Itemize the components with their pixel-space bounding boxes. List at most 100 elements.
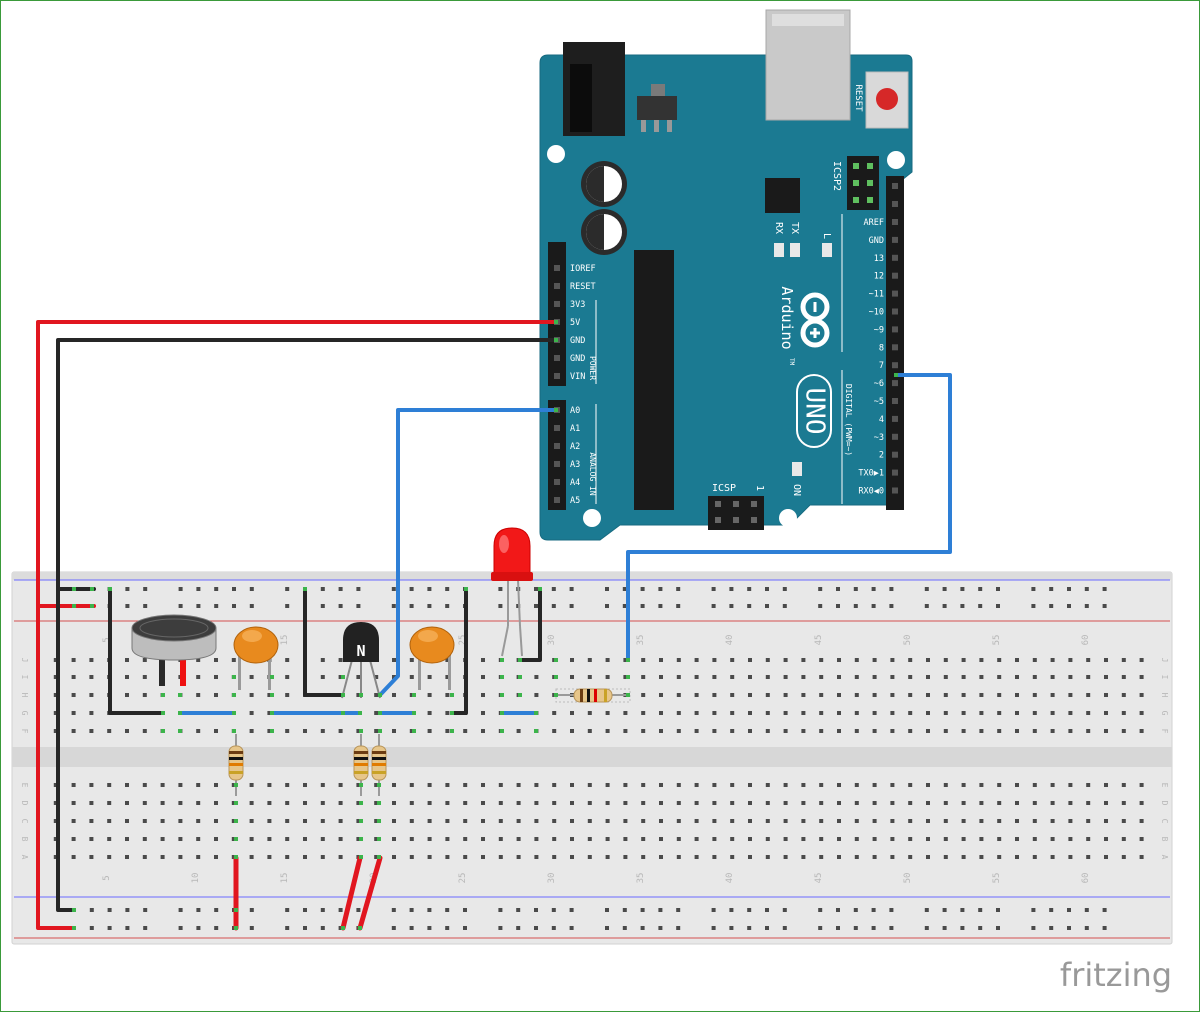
breadboard-hole	[267, 801, 272, 805]
rail-hole	[1049, 926, 1054, 930]
connection-point	[554, 408, 558, 412]
breadboard-hole	[748, 729, 752, 733]
rail-hole	[729, 604, 734, 608]
breadboard-hole	[694, 729, 699, 733]
wire-cap2-ground[interactable]	[450, 587, 468, 715]
wire-mic-ground[interactable]	[108, 587, 165, 715]
connection-point	[161, 711, 165, 715]
rail-hole	[658, 604, 663, 608]
rail-hole	[960, 908, 965, 912]
rail-hole	[1102, 587, 1107, 591]
rail-hole	[320, 926, 325, 930]
breadboard-hole	[89, 783, 94, 787]
breadboard-hole	[71, 855, 76, 859]
rail-hole	[303, 926, 307, 930]
breadboard-hole	[552, 729, 557, 733]
breadboard-hole	[854, 675, 859, 679]
resistor-band	[229, 763, 243, 766]
wire-collector-resistor-to-vcc[interactable]	[357, 855, 383, 931]
breadboard-hole	[1050, 729, 1055, 733]
resistor-band	[372, 757, 386, 760]
rail-hole	[622, 908, 627, 912]
wire-base-resistor-to-vcc[interactable]	[340, 855, 363, 931]
breadboard-hole	[285, 855, 290, 859]
breadboard-hole	[267, 729, 272, 733]
breadboard-hole	[285, 729, 290, 733]
rail-hole	[551, 908, 556, 912]
wire-emitter-ground[interactable]	[303, 587, 345, 697]
breadboard-hole	[748, 855, 752, 859]
rail-hole	[765, 908, 769, 912]
analog-pin-label: A3	[570, 460, 580, 470]
breadboard-hole	[1086, 819, 1091, 823]
breadboard-hole	[142, 658, 147, 662]
breadboard-hole	[463, 783, 468, 787]
rail-hole	[107, 926, 112, 930]
breadboard-hole	[605, 801, 610, 805]
connection-point	[359, 783, 363, 787]
row-letter: C	[20, 819, 29, 824]
breadboard-hole	[979, 675, 984, 679]
rail-hole	[445, 926, 450, 930]
header-pin	[892, 290, 898, 297]
breadboard-hole	[1139, 837, 1144, 841]
breadboard-hole	[1032, 729, 1037, 733]
wire-a0-to-collector[interactable]	[378, 408, 558, 697]
breadboard-hole	[374, 819, 379, 823]
breadboard-hole	[1086, 855, 1091, 859]
header-pin	[892, 415, 898, 422]
rail-hole	[1084, 604, 1089, 608]
breadboard-hole	[997, 729, 1002, 733]
breadboard-hole	[160, 837, 165, 841]
breadboard-hole	[712, 729, 717, 733]
transistor-label: N	[356, 642, 365, 660]
breadboard-hole	[659, 819, 663, 823]
tx-led	[790, 243, 800, 257]
breadboard-hole	[1032, 783, 1037, 787]
breadboard-hole	[979, 783, 984, 787]
column-number: 55	[992, 873, 1002, 884]
wire-d7-to-led-resistor[interactable]	[626, 373, 952, 662]
breadboard-hole	[427, 693, 432, 697]
digital-header	[886, 176, 904, 510]
breadboard-hole	[676, 837, 681, 841]
breadboard-hole	[1121, 855, 1126, 859]
header-pin	[554, 373, 560, 379]
reset-button-cap[interactable]	[876, 88, 898, 110]
breadboard-hole	[1121, 783, 1126, 787]
breadboard-hole	[623, 658, 628, 662]
rail-hole	[889, 587, 894, 591]
breadboard-hole	[303, 729, 307, 733]
breadboard-hole	[409, 801, 414, 805]
breadboard-hole	[89, 675, 94, 679]
connection-point	[178, 729, 182, 733]
breadboard-hole	[872, 819, 877, 823]
mounting-hole	[547, 145, 565, 163]
rail-hole	[1084, 908, 1089, 912]
breadboard-hole	[819, 837, 824, 841]
wire-led-cathode-ground[interactable]	[518, 587, 542, 662]
breadboard-hole	[1050, 855, 1055, 859]
breadboard-hole	[676, 729, 681, 733]
breadboard-hole	[320, 729, 325, 733]
connection-point	[359, 693, 363, 697]
connection-point	[234, 819, 238, 823]
resistor-band	[372, 763, 386, 766]
breadboard-hole	[748, 819, 752, 823]
connection-point	[270, 729, 274, 733]
rail-hole	[89, 926, 94, 930]
breadboard-hole	[570, 658, 574, 662]
rail-hole	[676, 926, 681, 930]
breadboard-hole	[196, 658, 201, 662]
rail-hole	[942, 604, 947, 608]
resistor-band	[580, 689, 583, 702]
wire-5v-to-power-rail[interactable]	[36, 320, 558, 930]
breadboard-hole	[142, 837, 147, 841]
rail-hole	[320, 604, 325, 608]
wire-gnd-to-ground-rail[interactable]	[56, 338, 558, 912]
rail-hole	[818, 604, 823, 608]
breadboard-hole	[71, 729, 76, 733]
header-pin	[554, 425, 560, 431]
breadboard-hole	[125, 837, 129, 841]
resistor-band	[229, 757, 243, 760]
